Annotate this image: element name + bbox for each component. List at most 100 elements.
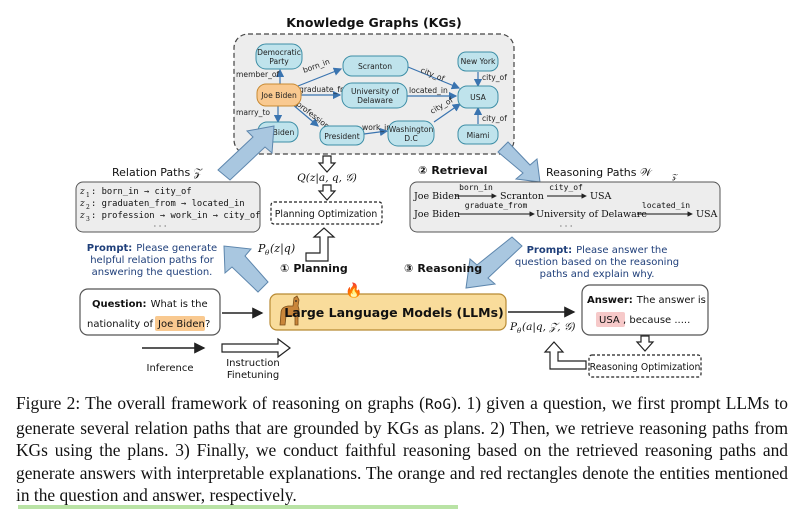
edge-profession [291,103,319,127]
svg-text:Answer:The answer is: Answer:The answer is [587,295,706,306]
svg-text:P: P [257,242,266,255]
framework-diagram: Knowledge Graphs (KGs) member_of born_in… [75,15,721,381]
planning-optimization-box [270,201,383,225]
svg-text:helpful relation paths for: helpful relation paths for [90,255,214,266]
relation-paths-lines: z 1 : born_in → city_of z 2 : graduaten_… [79,187,260,231]
svg-text:Scranton: Scranton [358,62,392,71]
svg-text:USA: USA [470,93,487,102]
svg-text:Reasoning Paths 𝒲: Reasoning Paths 𝒲 [546,166,653,179]
relation-paths-dots: · · · [154,222,167,231]
edge-work-in [363,127,389,137]
node-scranton: Scranton [342,55,409,77]
svg-text:Miami: Miami [467,131,490,140]
legend-inference-label: Inference [147,363,194,374]
hollow-arrow-kg-down [317,155,337,173]
svg-text:θ: θ [265,249,270,257]
svg-text:D.C: D.C [404,134,418,143]
answer-text: Answer:The answer is [587,295,706,306]
pz-label: P θ (z|q) [257,242,295,257]
edge-label-member-of: member_of [236,70,280,79]
svg-text:Democratic: Democratic [257,48,301,57]
svg-text:Joe Biden: Joe Biden [413,209,460,220]
svg-text:born_in: born_in [459,183,493,192]
relation-path-1: z 1 : born_in → city_of [79,187,192,199]
svg-text:Joe Biden: Joe Biden [260,91,297,100]
svg-text:z: z [79,187,85,197]
answer-rest: , because ..... [623,315,690,326]
svg-text:Prompt:Please answer the: Prompt:Please answer the [527,245,668,256]
hook-arrow-planning [305,227,336,262]
reasoning-optimization-label: Reasoning Optimization [590,362,701,373]
legend-finetuning-label: Finetuning [227,370,279,381]
svg-text:Jill Biden: Jill Biden [261,128,295,137]
svg-text:Scranton: Scranton [500,191,544,202]
svg-text:graduate_from: graduate_from [465,201,528,210]
svg-text:New York: New York [461,57,496,66]
svg-text:P: P [509,321,518,333]
question-entity-highlight [155,316,205,331]
svg-text:: profession → work_in → city_: : profession → work_in → city_of [91,211,260,221]
edge-city-of-top [407,66,461,90]
reasoning-paths-box [409,181,721,233]
kg-edges [273,66,483,137]
svg-text:𝒵: 𝒵 [672,173,678,181]
svg-text:Joe Biden: Joe Biden [413,191,460,202]
node-new-york: New York [457,51,499,72]
edge-city-of-mid [433,103,461,123]
answer-box [581,284,709,336]
svg-text:Washington: Washington [389,125,434,134]
svg-text:USA: USA [590,191,612,202]
svg-text:Delaware: Delaware [357,96,393,105]
llm-fire-icon: 🔥 [345,282,362,299]
svg-text:paths and explain why.: paths and explain why. [540,269,655,280]
question-text: Question:What is the nationality of [87,299,208,330]
reasoning-paths-dots: · · · [560,222,573,231]
svg-text:(a|q, 𝒵, 𝒢): (a|q, 𝒵, 𝒢) [522,321,576,334]
big-arrows [217,125,541,293]
node-democratic-party: Democratic Party [255,43,303,70]
node-joe-biden: Joe Biden [256,83,302,107]
svg-text:city_of: city_of [549,183,583,192]
question-entity: Joe Biden [157,319,205,330]
answer-entity-highlight [596,312,625,327]
legend-instruction-label: Instruction [226,358,280,369]
relation-path-3: z 3 : profession → work_in → city_of [79,211,260,223]
svg-text:University of Delaware: University of Delaware [536,209,647,220]
svg-text:University of: University of [351,87,399,96]
q-distribution-label: Q(z|a, q, 𝒢) [297,172,357,185]
node-usa: USA [457,85,499,109]
svg-text:(z|q): (z|q) [270,242,295,256]
hollow-arrow-answer-down [635,335,655,352]
node-washington-dc: Washington D.C [387,120,435,147]
svg-text:Prompt:Please generate: Prompt:Please generate [87,243,217,254]
answer-entity: USA [599,315,620,326]
reasoning-optimization-box [588,354,702,378]
reasoning-path-row-1: Joe Biden born_in Scranton city_of USA [413,183,612,202]
node-president: President [319,125,365,146]
svg-text:nationality of: nationality of [87,319,153,330]
edge-born-in [297,67,343,87]
svg-text:2: 2 [86,204,90,211]
hollow-arrow-q-down [317,184,337,201]
svg-text:: born_in → city_of: : born_in → city_of [91,187,192,197]
svg-text:θ: θ [517,327,522,335]
kg-title: Knowledge Graphs (KGs) [286,15,462,30]
edge-label-city-of-miami: city_of [482,114,507,123]
reasoning-path-row-2: Joe Biden graduate_from University of De… [413,201,718,220]
pa-label: P θ (a|q, 𝒵, 𝒢) [509,321,576,335]
figure-caption: Figure 2: The overall framework of reaso… [16,393,788,506]
svg-text:Question:What is the: Question:What is the [92,299,208,310]
hook-arrow-reasoning-shape [543,341,587,370]
svg-text:located_in: located_in [642,201,690,210]
node-miami: Miami [457,124,499,145]
bottom-green-strip [18,505,458,509]
node-university-of-delaware: University of Delaware [341,82,408,109]
prompt-left: Prompt:Please generate helpful relation … [87,243,217,278]
svg-text:Party: Party [269,57,289,66]
reasoning-paths-title: Reasoning Paths 𝒲 𝒵 [546,166,678,181]
edge-label-located-in: located_in [409,86,448,95]
